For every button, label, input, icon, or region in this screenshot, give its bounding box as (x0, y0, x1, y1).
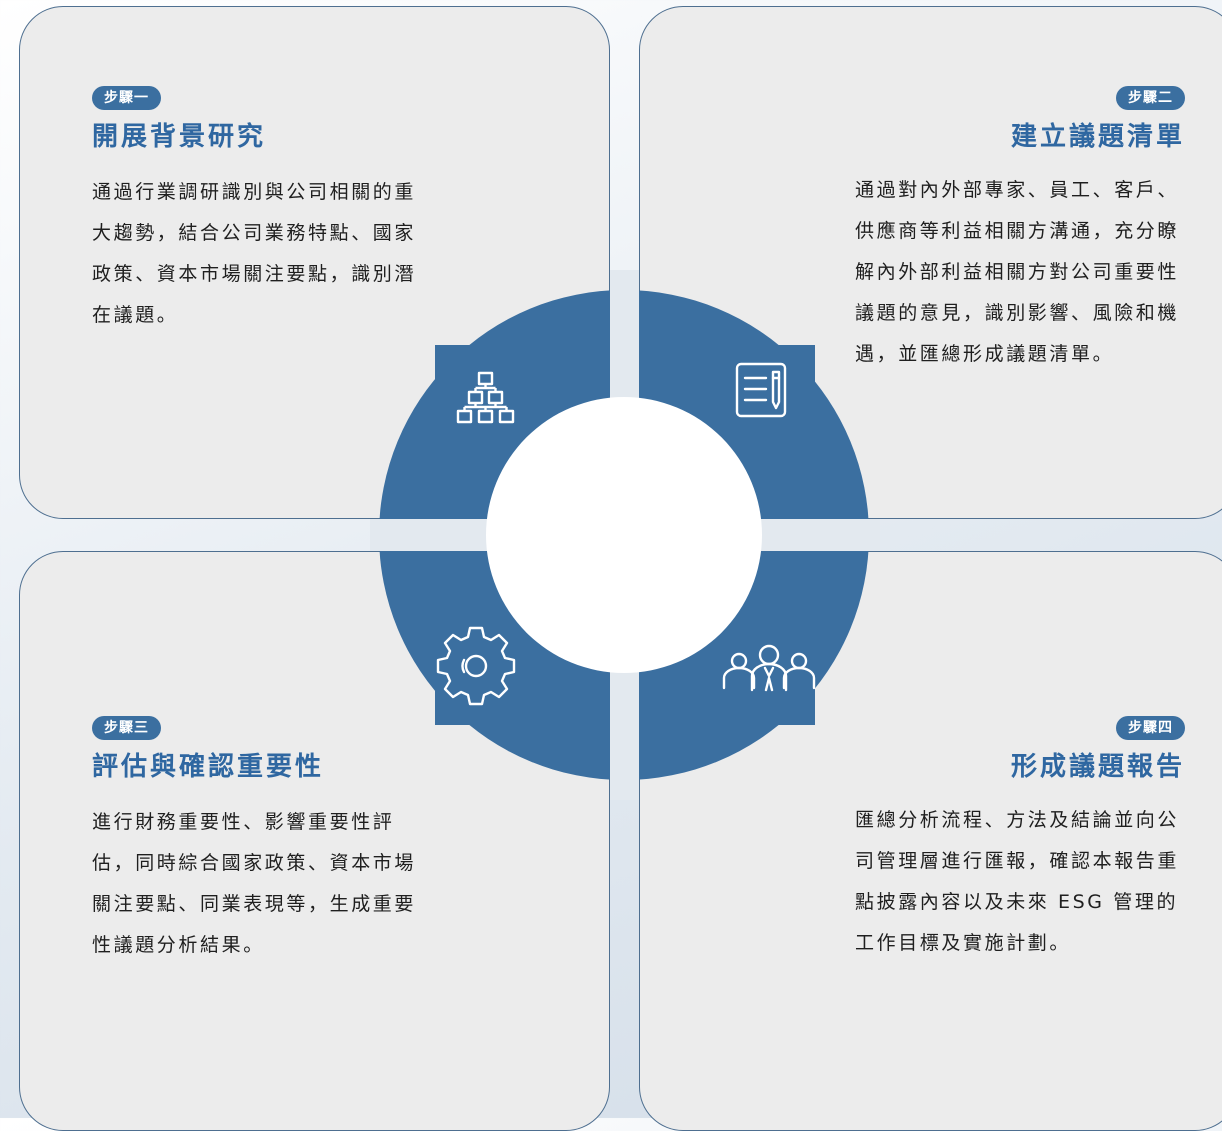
step-badge: 步驟一 (92, 86, 161, 110)
step-4-block: 步驟四 形成議題報告 匯總分析流程、方法及結論並向公司管理層進行匯報，確認本報告… (855, 716, 1185, 964)
step-3-card (19, 551, 610, 1131)
step-badge: 步驟四 (1116, 716, 1185, 740)
step-title: 開展背景研究 (92, 122, 267, 152)
step-3-block: 步驟三 評估與確認重要性 進行財務重要性、影響重要性評估，同時綜合國家政策、資本… (92, 716, 422, 966)
step-description: 通過對內外部專家、員工、客戶、供應商等利益相關方溝通，充分瞭解內外部利益相關方對… (855, 179, 1180, 365)
step-title: 形成議題報告 (1010, 752, 1185, 782)
document-pencil-icon (735, 362, 787, 418)
step-title: 評估與確認重要性 (92, 752, 325, 782)
step-badge: 步驟三 (92, 716, 161, 740)
step-description: 匯總分析流程、方法及結論並向公司管理層進行匯報，確認本報告重點披露內容以及未來 … (855, 809, 1180, 954)
center-circle (486, 397, 762, 673)
step-2-block: 步驟二 建立議題清單 通過對內外部專家、員工、客戶、供應商等利益相關方溝通，充分… (855, 86, 1185, 375)
step-1-block: 步驟一 開展背景研究 通過行業調研識別與公司相關的重大趨勢，結合公司業務特點、國… (92, 86, 422, 336)
step-title: 建立議題清單 (1010, 122, 1185, 152)
hierarchy-icon (456, 371, 515, 424)
step-badge: 步驟二 (1116, 86, 1185, 110)
step-description: 通過行業調研識別與公司相關的重大趨勢，結合公司業務特點、國家政策、資本市場關注要… (92, 181, 417, 326)
team-icon (722, 644, 816, 692)
step-description: 進行財務重要性、影響重要性評估，同時綜合國家政策、資本市場關注要點、同業表現等，… (92, 811, 417, 956)
gear-icon (436, 626, 516, 706)
